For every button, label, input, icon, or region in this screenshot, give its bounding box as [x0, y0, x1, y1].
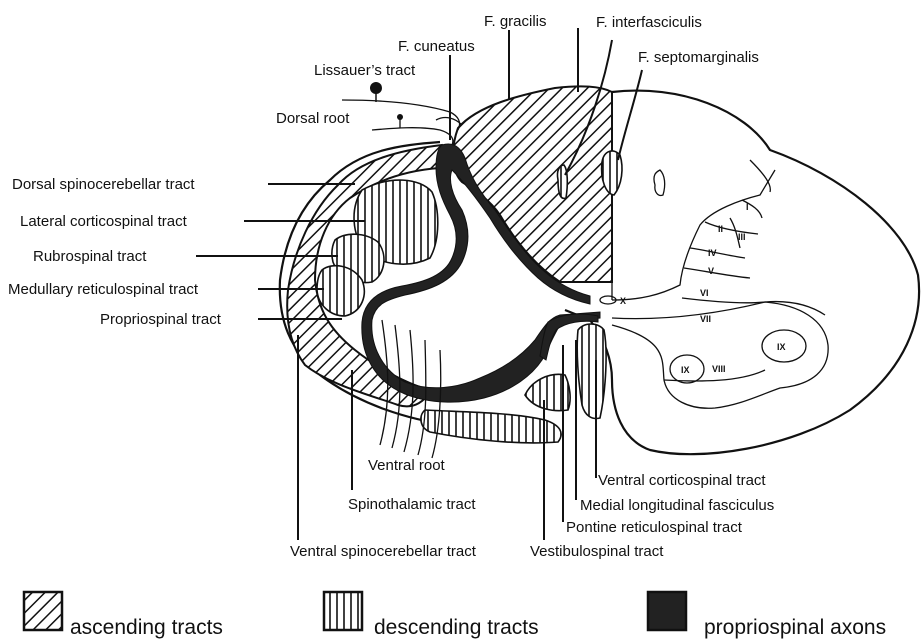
legend-swatch-propriospinal — [648, 592, 686, 630]
lamina-label-ix-lateral: IX — [777, 342, 786, 352]
dorsal-horn-tip — [750, 160, 770, 192]
dorsal-root-lower — [372, 128, 453, 145]
leader-f-septomarginalis — [618, 70, 642, 160]
label-spinothalamic: Spinothalamic tract — [348, 496, 476, 513]
lamina-label-iv: IV — [708, 248, 717, 258]
label-medullary-reticulospinal: Medullary reticulospinal tract — [8, 281, 199, 298]
lamina-label-v: V — [708, 266, 714, 276]
medullary-reticulospinal-area — [317, 266, 364, 316]
lissauer-pin-head — [370, 82, 382, 94]
lamina-boundary-ii — [705, 222, 758, 234]
label-ventral-root: Ventral root — [368, 457, 446, 474]
ventral-descending-band — [421, 410, 561, 443]
label-f-cuneatus: F. cuneatus — [398, 38, 475, 55]
ventral-horn-outline — [612, 302, 828, 408]
legend-label-descending: descending tracts — [374, 616, 539, 639]
label-lateral-corticospinal: Lateral corticospinal tract — [20, 213, 188, 230]
right-half-outline — [565, 91, 919, 455]
lamina-label-viii: VIII — [712, 364, 726, 374]
lamina-label-ii: II — [718, 224, 723, 234]
label-dorsal-spinocerebellar: Dorsal spinocerebellar tract — [12, 176, 195, 193]
lamina-boundary-v — [684, 268, 750, 278]
right-dorsal-oval — [654, 170, 665, 195]
label-vestibulospinal: Vestibulospinal tract — [530, 543, 664, 560]
label-lissauers-tract: Lissauer’s tract — [314, 62, 416, 79]
lamina-label-i: I — [746, 202, 749, 212]
label-f-interfasciculis: F. interfasciculis — [596, 14, 702, 31]
legend-label-propriospinal: propriospinal axons — [704, 616, 886, 639]
lamina-label-ix-medial: IX — [681, 365, 690, 375]
label-rubrospinal: Rubrospinal tract — [33, 248, 147, 265]
dorsal-root-pin-head — [397, 114, 403, 120]
label-pontine-reticulospinal: Pontine reticulospinal tract — [566, 519, 743, 536]
lamina-boundary-iv — [690, 248, 745, 258]
label-ventral-corticospinal: Ventral corticospinal tract — [598, 472, 766, 489]
legend-swatch-descending — [324, 592, 362, 630]
lamina-label-iii: III — [738, 232, 746, 242]
ventral-corticospinal-area — [577, 324, 606, 418]
dorsal-horn-outline — [612, 170, 775, 300]
label-f-septomarginalis: F. septomarginalis — [638, 49, 759, 66]
label-dorsal-root: Dorsal root — [276, 110, 350, 127]
legend: ascending tracts descending tracts propr… — [24, 592, 886, 639]
label-propriospinal: Propriospinal tract — [100, 311, 222, 328]
label-ventral-spinocerebellar: Ventral spinocerebellar tract — [290, 543, 477, 560]
lamina-label-x: X — [620, 296, 626, 306]
legend-label-ascending: ascending tracts — [70, 616, 223, 639]
legend-swatch-ascending — [24, 592, 62, 630]
lamina-label-vi: VI — [700, 288, 709, 298]
lamina-label-vii: VII — [700, 314, 711, 324]
label-medial-longitudinal: Medial longitudinal fasciculus — [580, 497, 774, 514]
label-f-gracilis: F. gracilis — [484, 13, 547, 30]
lamina-boundary-i — [742, 200, 762, 218]
f-interfasciculis-oval — [557, 165, 567, 198]
